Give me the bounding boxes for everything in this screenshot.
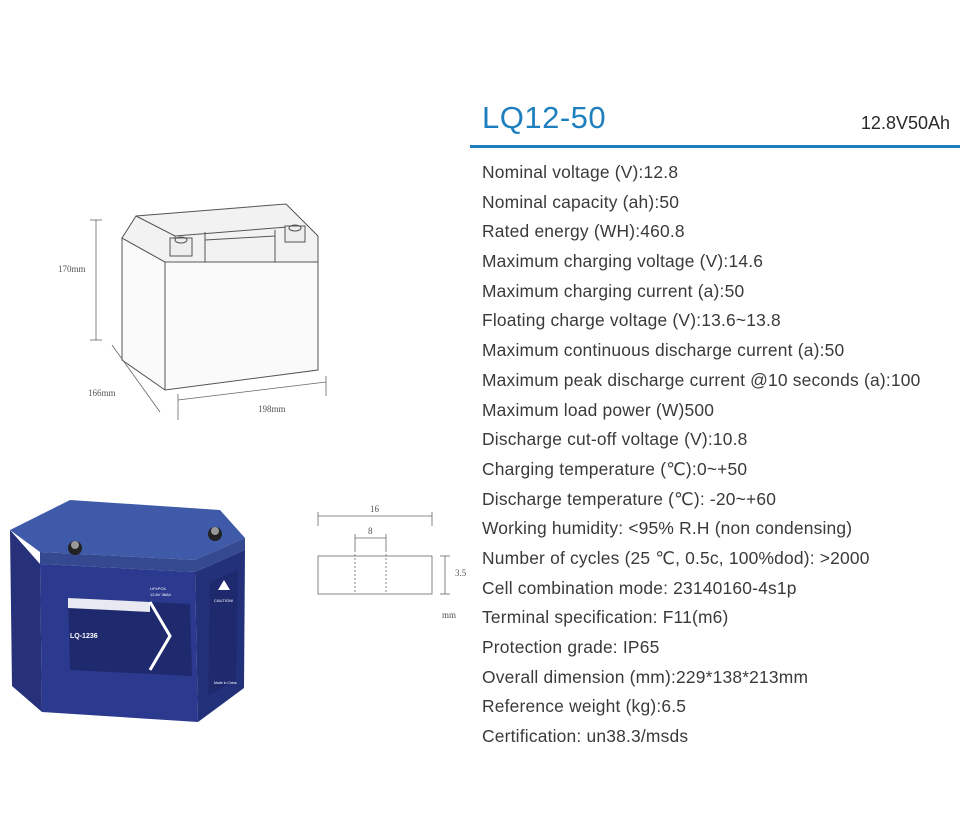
spec-item: Reference weight (kg):6.5 [482, 696, 687, 717]
spec-item: Discharge temperature (℃): -20~+60 [482, 488, 777, 509]
photo-label-caution: CAUTION! [214, 598, 233, 603]
spec-item: Rated energy (WH):460.8 [482, 221, 685, 242]
battery-outline-drawing: 170mm 166mm 198mm [58, 203, 327, 420]
photo-label-model: LQ-1236 [70, 633, 98, 640]
spec-item: Floating charge voltage (V):13.6~13.8 [482, 310, 781, 331]
spec-item: Discharge cut-off voltage (V):10.8 [482, 429, 748, 450]
spec-item: Maximum continuous discharge current (a)… [482, 340, 845, 361]
spec-list: Nominal voltage (V):12.8 Nominal capacit… [482, 158, 920, 752]
spec-item: Nominal voltage (V):12.8 [482, 162, 679, 182]
dim-depth-label: 166mm [88, 388, 116, 398]
spec-item: Protection grade: IP65 [482, 637, 660, 657]
spec-item: Nominal capacity (ah):50 [482, 191, 680, 212]
spec-item: Working humidity: <95% R.H (non condensi… [482, 518, 853, 539]
dim-width-label: 198mm [258, 404, 286, 414]
spec-item: Overall dimension (mm):229*138*213mm [482, 666, 809, 687]
photo-label-type: LiFePO4 [150, 586, 167, 591]
terminal-inner-label: 8 [368, 526, 373, 536]
model-title: LQ12-50 [482, 100, 607, 135]
terminal-width-label: 16 [370, 504, 380, 514]
photo-label-rating: 12.8V 36Ah [150, 592, 171, 597]
model-rating: 12.8V50Ah [860, 113, 950, 133]
terminal-unit-label: mm [442, 610, 456, 620]
spec-item: Cell combination mode: 23140160-4s1p [482, 577, 797, 598]
battery-product-photo: LQ-1236 LiFePO4 12.8V 36Ah CAUTION! Made… [10, 500, 245, 722]
spec-item: Charging temperature (℃):0~+50 [482, 458, 748, 479]
terminal-height-label: 3.5 [455, 568, 467, 578]
spec-item: Maximum peak discharge current @10 secon… [482, 369, 921, 390]
spec-item: Maximum charging voltage (V):14.6 [482, 251, 764, 272]
spec-item: Terminal specification: F11(m6) [482, 607, 729, 628]
photo-label-footer: Made in China [214, 681, 237, 685]
spec-item: Maximum charging current (a):50 [482, 280, 745, 301]
terminal-dimension-drawing: 16 8 3.5 mm [317, 504, 467, 620]
spec-item: Maximum load power (W)500 [482, 399, 715, 420]
dim-height-label: 170mm [58, 264, 86, 274]
spec-item: Number of cycles (25 ℃, 0.5c, 100%dod): … [482, 547, 870, 568]
title-divider [470, 145, 960, 148]
spec-item: Certification: un38.3/msds [482, 726, 689, 747]
